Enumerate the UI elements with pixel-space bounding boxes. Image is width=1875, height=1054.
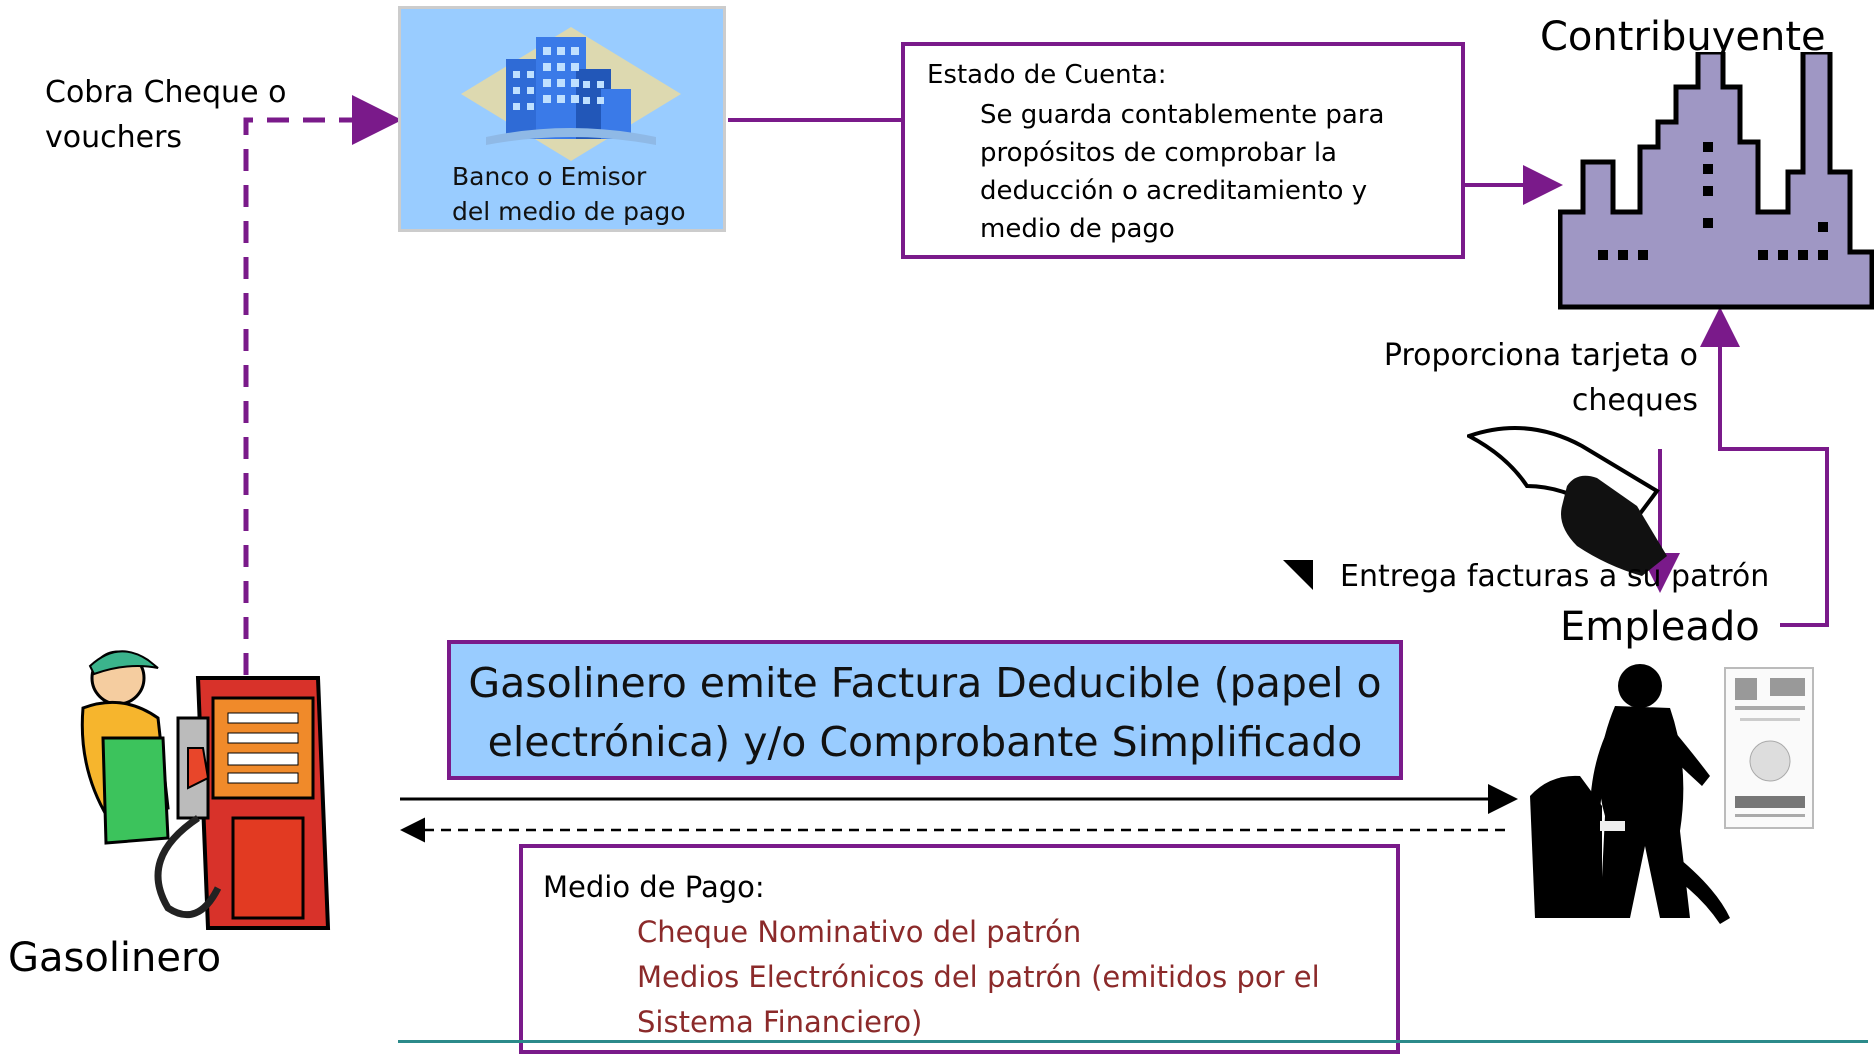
cobra-dashed-connector [243, 95, 402, 675]
bank-label: Banco o Emisor del medio de pago [452, 159, 685, 229]
estado-cuenta-body: Se guarda contablemente para propósitos … [980, 96, 1450, 248]
entrega-label: Entrega facturas a su patrón [1340, 559, 1770, 594]
empleado-contribuyente-connector [1700, 307, 1829, 627]
estado-cuenta-line: medio de pago [980, 214, 1175, 244]
bank-box: Banco o Emisor del medio de pago [398, 6, 726, 232]
factura-line2: electrónica) y/o Comprobante Simplificad… [487, 718, 1363, 766]
estado-cuenta-line: Se guarda contablemente para [980, 100, 1385, 130]
estado-cuenta-heading: Estado de Cuenta: [927, 60, 1167, 90]
factura-box: Gasolinero emite Factura Deducible (pape… [447, 640, 1403, 780]
cobra-label-line2: vouchers [45, 120, 183, 155]
medio-pago-item: Medios Electrónicos del patrón (emitidos… [637, 960, 1320, 994]
medio-pago-item: Sistema Financiero) [637, 1005, 923, 1039]
bank-label-line1: Banco o Emisor [452, 162, 647, 191]
gas-pump-attendant-icon [80, 650, 331, 930]
bottom-rule [398, 1040, 1868, 1043]
cobra-label-line1: Cobra Cheque o [45, 75, 287, 110]
proporciona-label: Proporciona tarjeta o cheques [1376, 333, 1698, 423]
proporciona-label-line2: cheques [1571, 383, 1698, 418]
gasolinero-label: Gasolinero [8, 935, 222, 981]
factory-icon [1558, 52, 1874, 310]
proporciona-label-line1: Proporciona tarjeta o [1383, 338, 1698, 373]
medio-pago-item: Cheque Nominativo del patrón [637, 915, 1082, 949]
medio-pago-box: Medio de Pago: Cheque Nominativo del pat… [519, 844, 1400, 1054]
bank-building-icon [461, 27, 681, 161]
cobra-label: Cobra Cheque o vouchers [45, 70, 286, 160]
estado-cuenta-box: Estado de Cuenta: Se guarda contablement… [901, 42, 1465, 259]
estado-cuenta-line: propósitos de comprobar la [980, 138, 1337, 168]
hand-paper-icon [1467, 426, 1667, 576]
medio-pago-items: Cheque Nominativo del patrón Medios Elec… [637, 910, 1377, 1045]
entrega-marker-icon [1283, 560, 1313, 590]
factura-line1: Gasolinero emite Factura Deducible (pape… [468, 659, 1382, 707]
employee-silhouette-icon [1530, 664, 1814, 924]
estado-cuenta-line: deducción o acreditamiento y [980, 176, 1368, 206]
contribuyente-label: Contribuyente [1540, 14, 1826, 60]
medio-pago-heading: Medio de Pago: [543, 870, 765, 904]
bank-label-line2: del medio de pago [452, 197, 686, 226]
empleado-label: Empleado [1560, 604, 1760, 650]
